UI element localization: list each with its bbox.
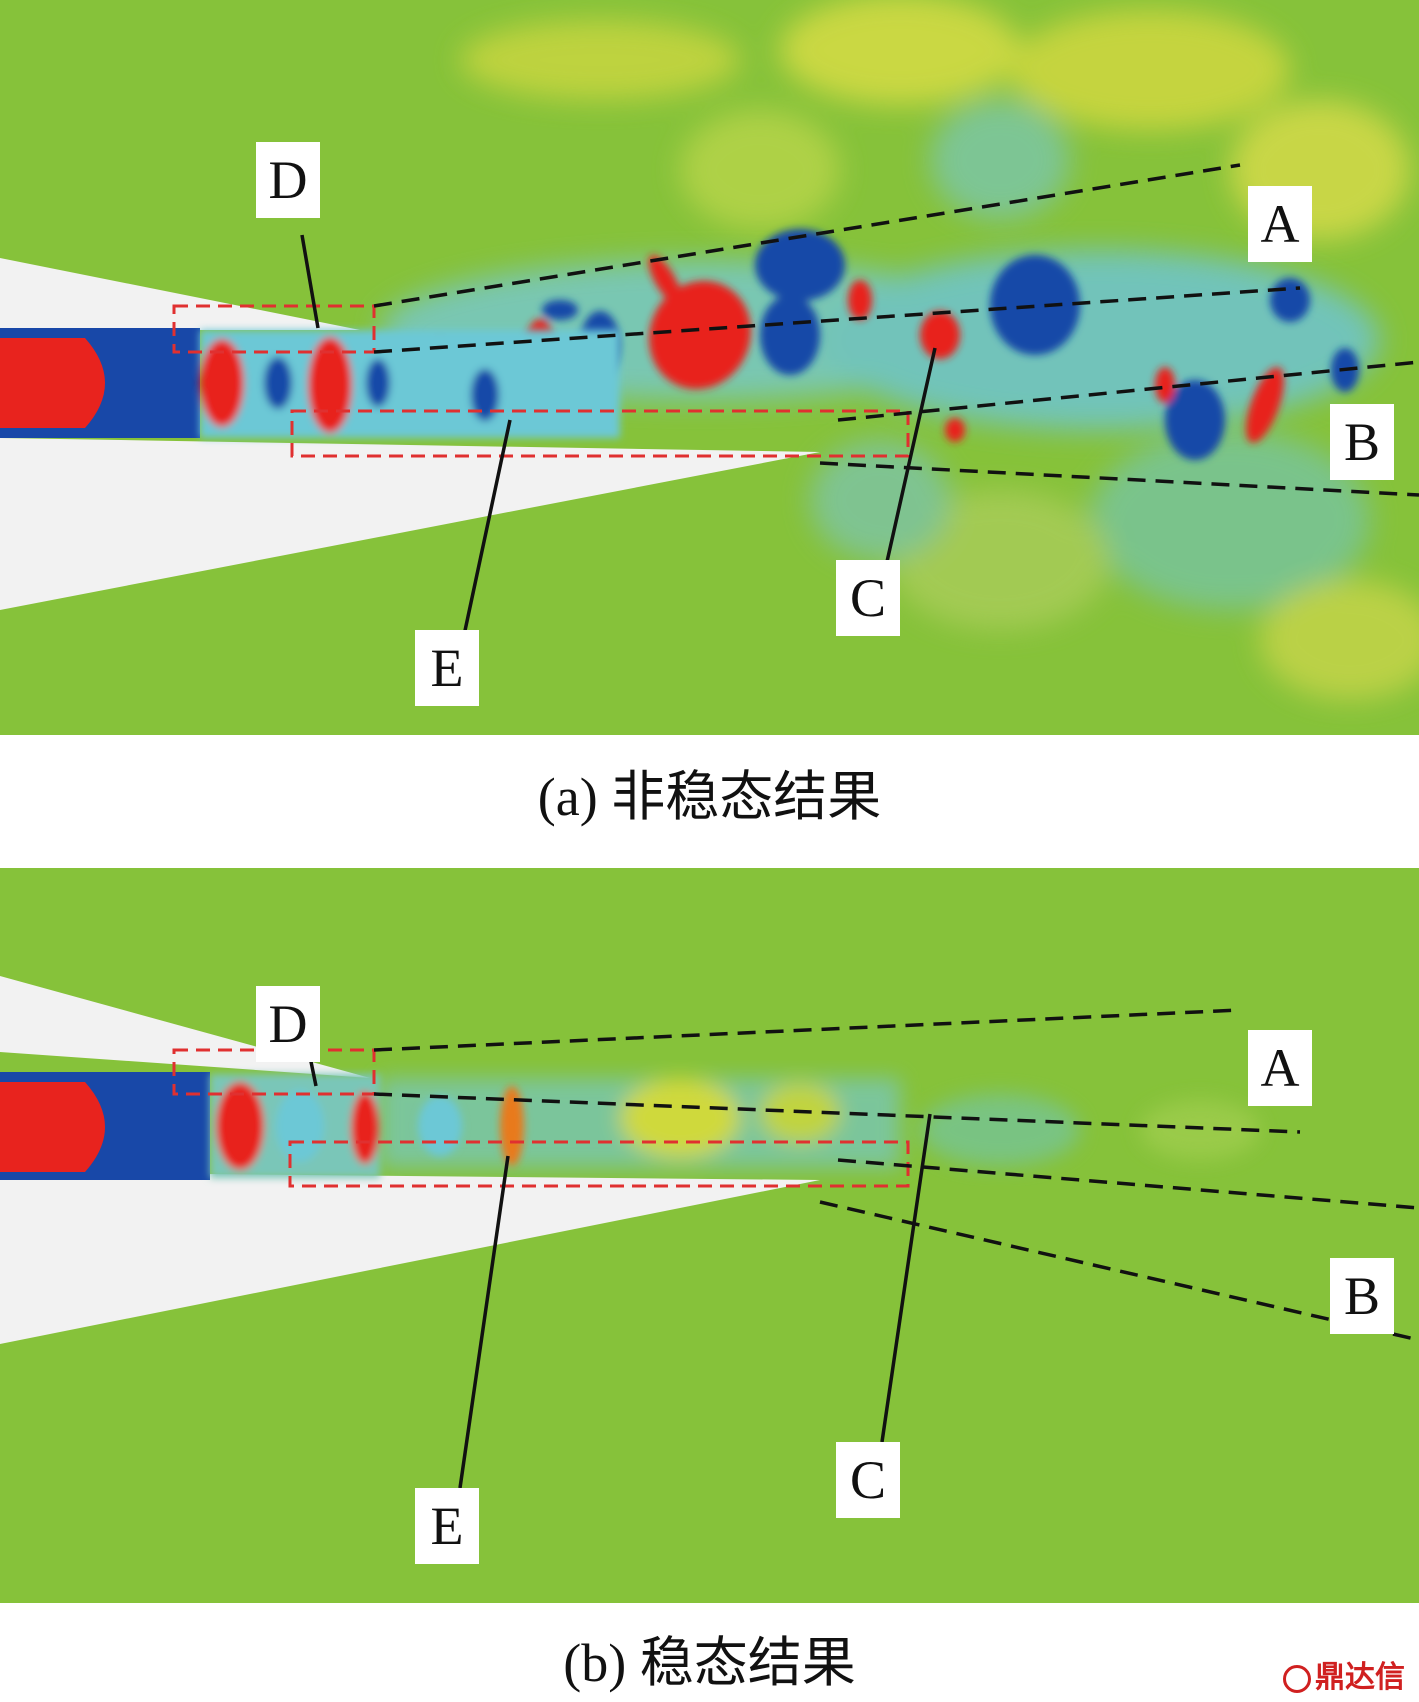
caption-unsteady: (a) 非稳态结果 xyxy=(537,767,882,827)
region-box-e xyxy=(288,1140,910,1188)
shear-layer-lines xyxy=(373,163,1419,497)
watermark-text: 鼎达信 xyxy=(1315,1660,1405,1695)
watermark: 鼎达信 xyxy=(1283,1652,1405,1696)
label-e: E xyxy=(415,1488,479,1564)
far-field-waves xyxy=(460,0,1419,700)
label-b: B xyxy=(1330,404,1394,480)
contour-plot-steady xyxy=(0,868,1419,1603)
region-box-e xyxy=(290,409,910,458)
panel-unsteady: D A B C E xyxy=(0,0,1419,735)
panel-steady: D A B C E xyxy=(0,868,1419,1603)
core-high-region xyxy=(0,1082,105,1172)
caption-steady: (b) 稳态结果 xyxy=(563,1633,856,1693)
nozzle-lower-wall xyxy=(0,1172,820,1344)
label-d: D xyxy=(256,142,320,218)
watermark-logo-icon xyxy=(1283,1664,1311,1693)
jet-band xyxy=(380,1078,1260,1168)
label-b: B xyxy=(1330,1258,1394,1334)
near-nozzle-cells xyxy=(200,330,620,438)
leader-lines xyxy=(300,234,937,641)
label-a: A xyxy=(1248,186,1312,262)
nozzle-upper-wall xyxy=(0,258,360,330)
contour-plot-unsteady xyxy=(0,0,1419,735)
label-e: E xyxy=(415,630,479,706)
label-a: A xyxy=(1248,1030,1312,1106)
label-c: C xyxy=(836,560,900,636)
nozzle-lower-wall xyxy=(0,438,820,610)
region-boxes xyxy=(172,304,910,458)
label-d: D xyxy=(256,986,320,1062)
near-nozzle-cells xyxy=(210,1074,524,1178)
label-c: C xyxy=(836,1442,900,1518)
shear-layer-lines xyxy=(373,1008,1419,1342)
core-high-region xyxy=(0,338,105,428)
region-box-d xyxy=(172,304,376,354)
